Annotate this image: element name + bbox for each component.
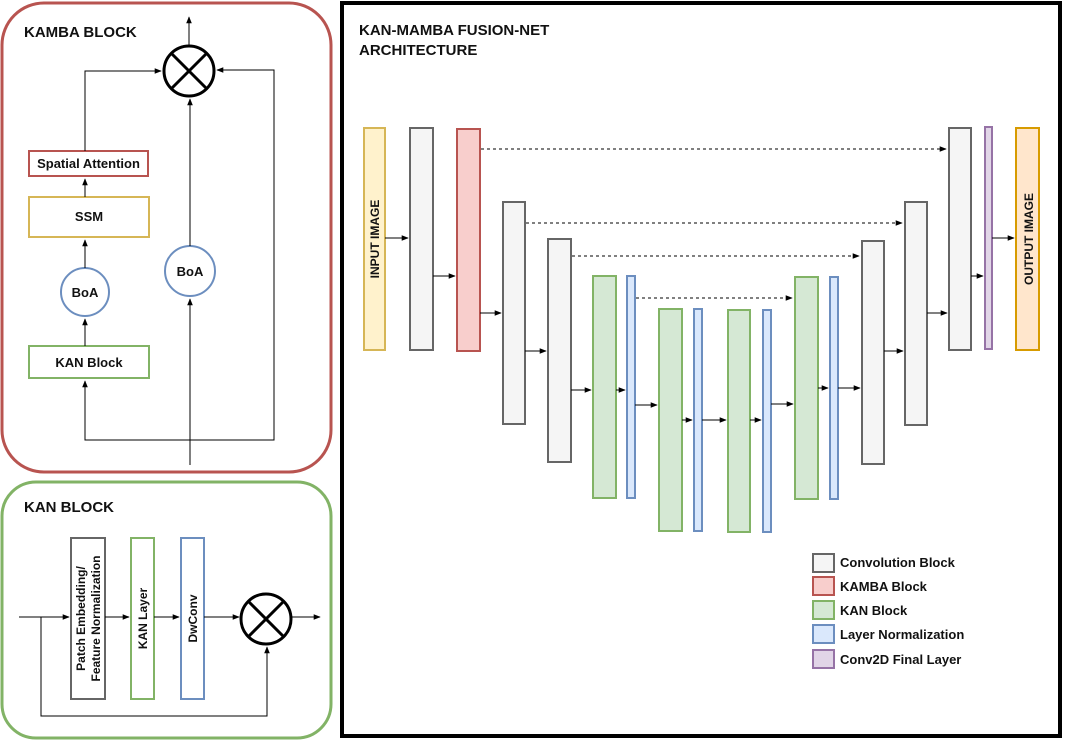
spatial-attention-label: Spatial Attention [37,156,140,171]
sequence-arrows [385,235,1015,423]
kamba-block-panel: KAMBA BLOCK Spatial Attention SSM BoA Bo… [0,1,333,474]
kamba-multiply-icon [162,44,216,98]
patch-embedding-label-line2: Feature Normalization [89,555,103,681]
conv-block-dec-3 [948,127,972,351]
kamba-panel-title: KAMBA BLOCK [24,24,137,41]
kan-layer-label: KAN Layer [136,587,150,649]
kan-layer-box [130,537,155,700]
legend-swatch-layer-norm [812,624,835,644]
fusion-net-border [340,1,1062,738]
kan-block-box-label: KAN Block [55,355,123,370]
dwconv-label: DwConv [186,594,200,642]
legend-label-convolution: Convolution Block [840,555,956,570]
legend-swatch-convolution [812,553,835,573]
legend-swatch-kan [812,600,835,620]
legend-label-kamba: KAMBA Block [840,579,928,594]
conv-block-dec-1 [861,240,885,465]
kan-multiply-icon [239,592,293,646]
kan-block-enc-1 [592,275,617,499]
conv-block-enc-1 [409,127,434,351]
layer-norm-dec-2 [829,276,839,500]
patch-embedding-box [70,537,106,700]
fusion-net-panel: KAN-MAMBA FUSION-NET ARCHITECTURE INPUT … [340,1,1062,738]
legend: Convolution Block KAMBA Block KAN Block … [812,553,964,669]
kan-panel-border [0,480,333,740]
conv2d-final-layer [984,126,993,350]
patch-embedding-label-line1: Patch Embedding/ [74,566,88,671]
spatial-attention-box [28,150,149,177]
output-image-block [1015,127,1040,351]
input-image-block [363,127,386,351]
kan-block-dec-2 [794,276,819,500]
legend-label-layer-norm: Layer Normalization [840,627,964,642]
layer-norm-dec-1 [762,309,772,533]
kamba-panel-border [0,1,333,474]
input-image-label: INPUT IMAGE [368,200,382,279]
skip-connections [481,146,947,301]
conv-block-enc-3 [547,238,572,463]
kan-block-box [28,345,150,379]
fusion-net-title-line2: ARCHITECTURE [359,42,477,59]
layer-norm-enc-2 [693,308,703,532]
layer-norm-enc-1 [626,275,636,499]
legend-label-conv2d: Conv2D Final Layer [840,652,961,667]
fusion-net-title-line1: KAN-MAMBA FUSION-NET [359,22,549,39]
boa-right-label: BoA [177,264,204,279]
legend-swatch-conv2d [812,649,835,669]
kan-block-enc-2 [658,308,683,532]
kamba-connectors [82,67,275,465]
boa-left-label: BoA [72,285,99,300]
ssm-box [28,196,150,238]
kan-panel-title: KAN BLOCK [24,499,114,516]
conv-block-enc-2 [502,201,526,425]
dwconv-box [180,537,205,700]
legend-swatch-kamba [812,576,835,596]
output-image-label: OUTPUT IMAGE [1022,193,1036,285]
kan-connectors [19,614,321,717]
kan-block-dec-1 [727,309,751,533]
kamba-block-enc [456,128,481,352]
ssm-label: SSM [75,209,103,224]
conv-block-dec-2 [904,201,928,426]
kan-block-panel: KAN BLOCK Patch Embedding/ Feature Norma… [0,480,333,740]
legend-label-kan: KAN Block [840,603,908,618]
